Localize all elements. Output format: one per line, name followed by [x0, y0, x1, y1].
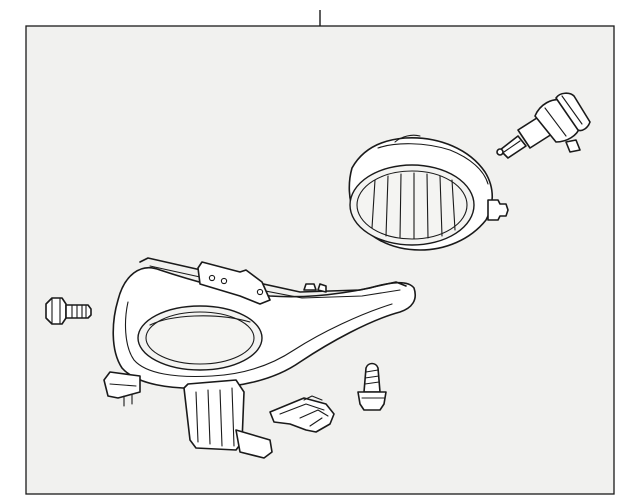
mounting-bolt[interactable]: [45, 297, 92, 325]
fog-lamp-assembly[interactable]: [103, 257, 416, 459]
halogen-bulb[interactable]: [496, 92, 591, 159]
mounting-screw[interactable]: [357, 362, 387, 411]
fog-lamp-lens: [349, 164, 475, 246]
bezel-lens-opening: [137, 305, 263, 371]
retaining-clip[interactable]: [269, 395, 335, 433]
fog-lamp-housing[interactable]: [348, 134, 509, 251]
diagram-frame: [25, 25, 615, 495]
